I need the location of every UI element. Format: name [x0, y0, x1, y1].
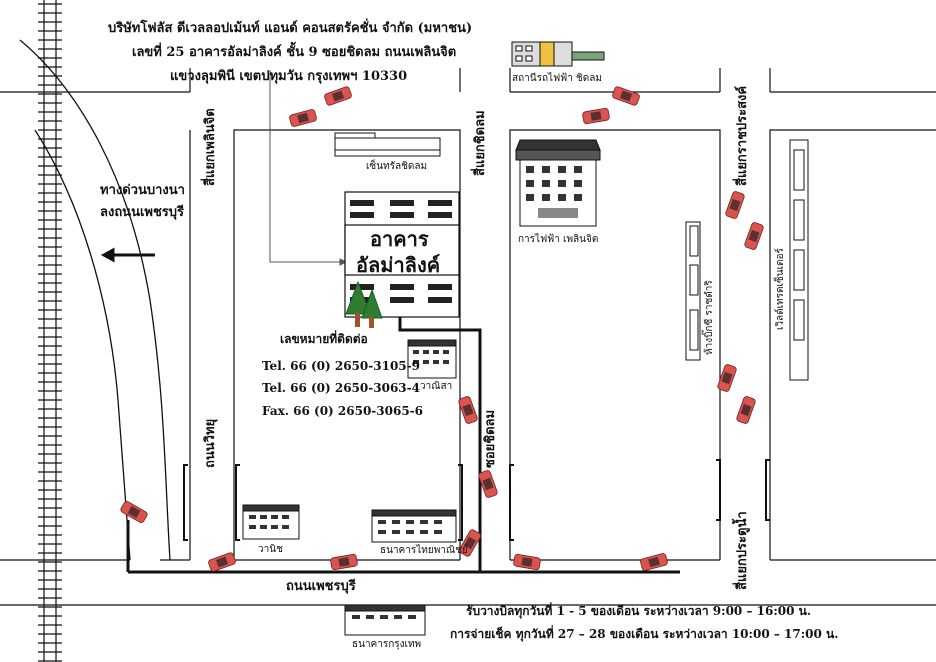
big-c-building — [685, 221, 701, 361]
car-icon — [717, 364, 737, 392]
pratunam-intersection-label: สี่แยกประตูน้ำ — [735, 511, 750, 590]
contact-tel-2: Tel. 66 (0) 2650-3063-4 — [262, 381, 420, 395]
expressway-exit-label-1: ทางด่วนบางนา — [100, 183, 185, 198]
central-chidlom-building — [334, 132, 441, 157]
contact-tel-1: Tel. 66 (0) 2650-3105-9 — [262, 359, 420, 373]
witthayu-road-label: ถนนวิทยุ — [203, 418, 218, 468]
road-edges — [0, 68, 936, 606]
cars — [120, 86, 764, 572]
electricity-ploenchit-label: การไฟฟ้า เพลินจิต — [518, 234, 599, 245]
ploenchit-intersection-label: สี่แยกเพลินจิต — [203, 108, 218, 186]
car-icon — [478, 470, 498, 498]
car-icon — [612, 86, 640, 106]
address-line-1: เลขที่ 25 อาคารอัลม่าลิงค์ ชั้น 9 ซอยชิด… — [132, 45, 457, 60]
electricity-authority-building — [515, 139, 601, 227]
phetchaburi-road-label: ถนนเพชรบุรี — [286, 579, 356, 594]
car-icon — [640, 553, 668, 571]
car-icon — [330, 553, 358, 571]
scb-label: ธนาคารไทยพาณิชย์ — [380, 545, 468, 556]
expressway-curve-outer — [19, 39, 171, 561]
alma-link-label-1: อาคาร — [370, 227, 429, 251]
car-icon — [725, 191, 745, 219]
central-chidlom-label: เซ็นทรัลชิดลม — [366, 161, 428, 172]
scb-building — [371, 509, 457, 543]
wanit-building — [242, 504, 300, 540]
wanit-label: วานิช — [258, 544, 283, 555]
contact-heading: เลขหมายที่ติดต่อ — [280, 332, 368, 346]
world-trade-center-building — [789, 139, 809, 381]
car-icon — [208, 552, 236, 572]
ratchaprasong-intersection-label: สี่แยกราชประสงค์ — [735, 85, 750, 186]
bts-chidlom-label: สถานีรถไฟฟ้า ชิดลม — [512, 73, 603, 84]
bracket-markers — [183, 459, 770, 541]
chidlom-intersection-label: สี่แยกชิดลม — [473, 110, 488, 176]
railway-track — [38, 0, 62, 662]
soi-chidlom-label: ซอยชิดลม — [483, 409, 498, 468]
big-c-label: ห้างบิ๊กซี ราชดำริ — [704, 280, 715, 355]
car-icon — [458, 396, 478, 424]
car-icon — [582, 107, 610, 125]
alma-link-label-2: อัลม่าลิงค์ — [356, 253, 441, 277]
bts-station — [511, 41, 605, 67]
pointer-line — [269, 70, 348, 266]
expressway-curve-inner — [34, 129, 131, 561]
car-icon — [120, 501, 148, 523]
car-icon — [736, 396, 756, 424]
address-line-2: แขวงลุมพินี เขตปทุมวัน กรุงเทพฯ 10330 — [170, 69, 408, 84]
car-icon — [744, 222, 764, 250]
wanisa-building — [407, 339, 457, 379]
route-path — [100, 247, 680, 574]
expressway-exit-label-2: ลงถนนเพชรบุรี — [100, 205, 185, 220]
alma-link-building — [344, 191, 460, 318]
car-icon — [513, 553, 541, 571]
world-trade-center-label: เวิลด์เทรดเซ็นเตอร์ — [775, 248, 786, 330]
cheque-note: การจ่ายเช็ค ทุกวันที่ 27 – 28 ของเดือน ร… — [450, 627, 839, 641]
contact-fax: Fax. 66 (0) 2650-3065-6 — [262, 404, 424, 418]
krungthai-label: ธนาคารกรุงเทพ — [352, 639, 422, 650]
car-icon — [289, 109, 317, 127]
company-name: บริษัทโฟลัส ดีเวลลอปเม้นท์ แอนด์ คอนสตรั… — [108, 21, 473, 36]
krungthai-building — [344, 604, 426, 636]
car-icon — [324, 86, 352, 106]
car-icon — [459, 529, 481, 557]
billing-note: รับวางบิลทุกวันที่ 1 - 5 ของเดือน ระหว่า… — [466, 604, 812, 618]
trees — [345, 280, 383, 328]
wanisa-label: วาณิสา — [420, 381, 453, 392]
